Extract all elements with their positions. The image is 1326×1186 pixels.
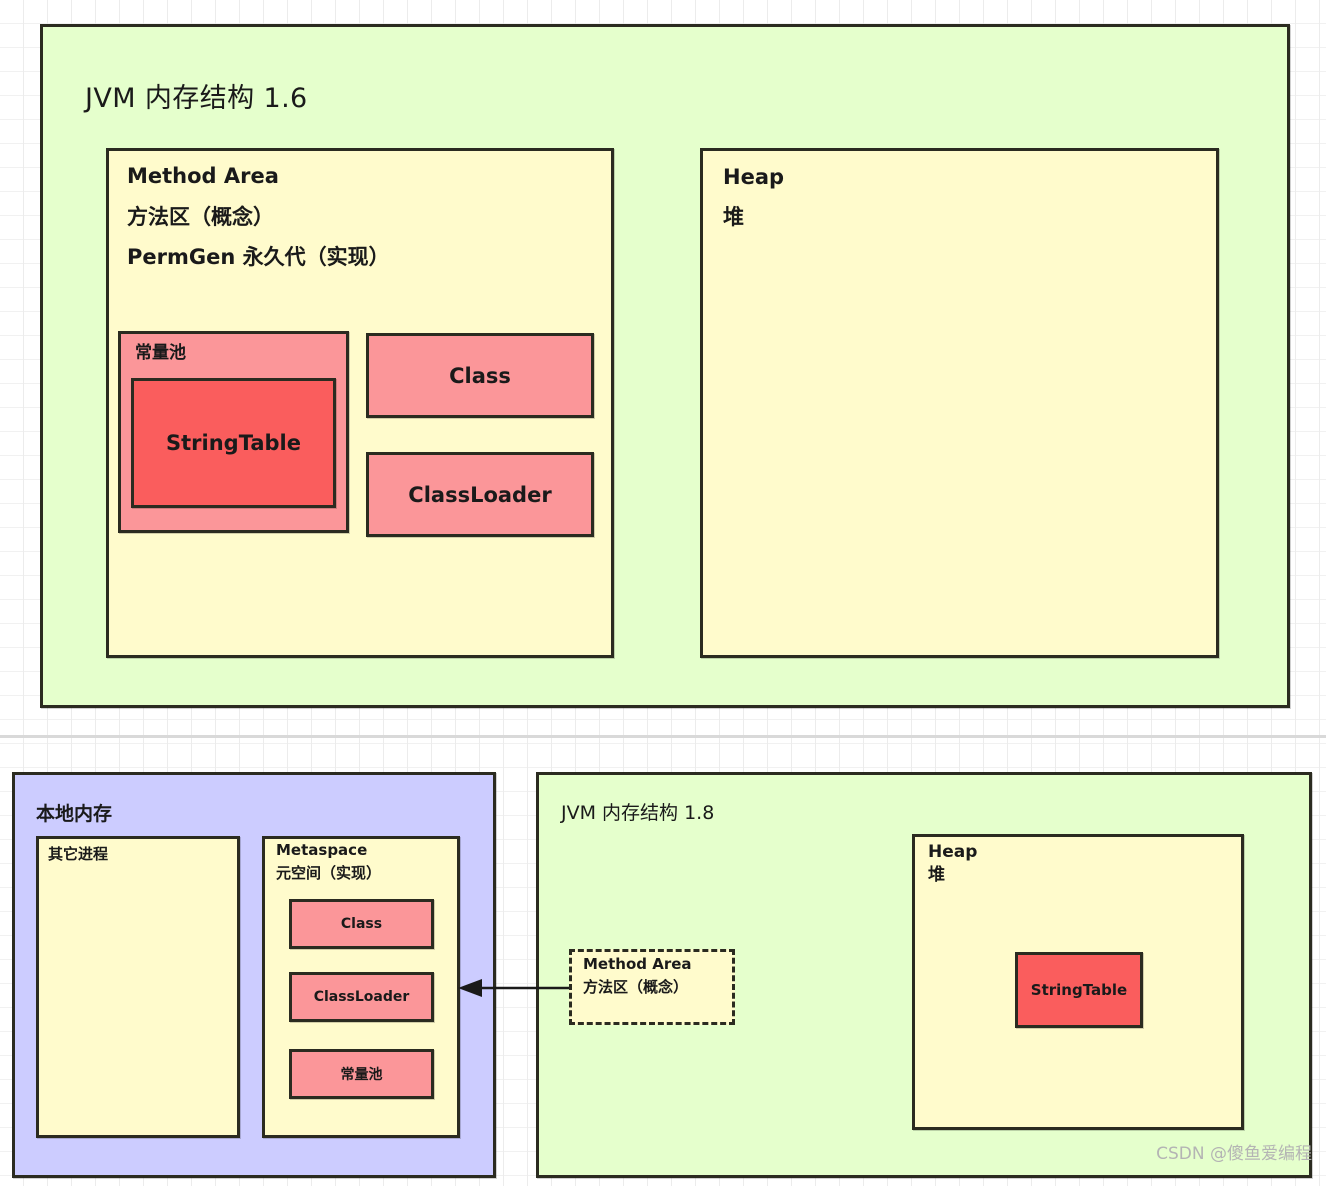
watermark-text: CSDN @傻鱼爱编程 — [1156, 1144, 1312, 1164]
metaspace-item-class: Class — [289, 899, 434, 949]
jvm18-stringtable-box: StringTable — [1015, 952, 1143, 1028]
jvm16-heap-line1: Heap — [723, 165, 785, 189]
other-processes-label: 其它进程 — [48, 845, 109, 863]
jvm16-class-box: Class — [366, 333, 594, 418]
metaspace-item-constant-pool: 常量池 — [289, 1049, 434, 1099]
jvm18-method-area-concept-line1: Method Area — [583, 955, 692, 973]
metaspace-line1: Metaspace — [276, 841, 368, 859]
jvm16-heap-box — [700, 148, 1219, 658]
metaspace-item-classloader: ClassLoader — [289, 972, 434, 1022]
metaspace-item-class-label: Class — [340, 916, 383, 932]
metaspace-item-classloader-label: ClassLoader — [313, 989, 410, 1005]
jvm18-method-area-concept-box — [569, 949, 735, 1025]
jvm16-stringtable-box: StringTable — [131, 378, 336, 508]
jvm16-method-area-line3: PermGen 永久代（实现） — [127, 245, 390, 269]
jvm16-stringtable-label: StringTable — [166, 431, 301, 455]
jvm16-class-label: Class — [449, 363, 511, 388]
jvm18-method-area-concept-line2: 方法区（概念） — [583, 978, 689, 996]
native-memory-title: 本地内存 — [36, 803, 113, 825]
jvm16-title: JVM 内存结构 1.6 — [85, 83, 308, 114]
metaspace-line2: 元空间（实现） — [276, 864, 382, 882]
jvm18-heap-line2: 堆 — [928, 865, 945, 885]
other-processes-box — [36, 836, 240, 1138]
jvm18-stringtable-label: StringTable — [1030, 981, 1128, 999]
jvm16-method-area-line2: 方法区（概念） — [127, 205, 274, 229]
jvm16-constant-pool-label: 常量池 — [135, 343, 186, 363]
jvm16-classloader-box: ClassLoader — [366, 452, 594, 537]
jvm18-title: JVM 内存结构 1.8 — [561, 802, 715, 824]
jvm18-heap-line1: Heap — [928, 842, 978, 862]
metaspace-item-constant-pool-label: 常量池 — [340, 1067, 383, 1083]
jvm16-method-area-line1: Method Area — [127, 164, 279, 188]
jvm16-heap-line2: 堆 — [723, 205, 744, 229]
sheet-separator-line — [0, 735, 1326, 738]
jvm16-classloader-label: ClassLoader — [408, 482, 552, 507]
